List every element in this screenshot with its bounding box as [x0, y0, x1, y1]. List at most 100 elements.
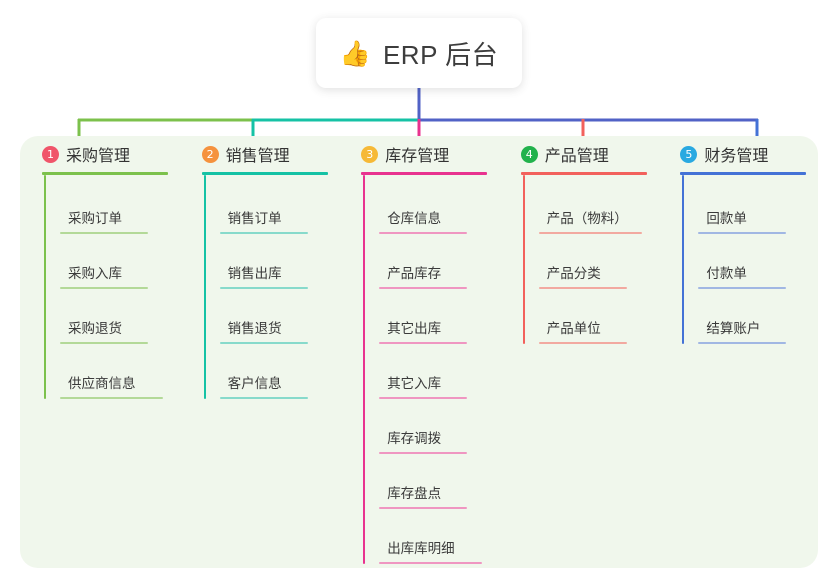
column-rule-4 — [520, 172, 647, 175]
item-rule — [219, 287, 308, 289]
list-item[interactable]: 销售订单 — [219, 179, 340, 234]
item-label: 销售退货 — [227, 321, 282, 336]
item-rule — [379, 507, 468, 509]
list-item[interactable]: 库存调拨 — [379, 399, 499, 454]
column-title-1: 采购管理 — [66, 148, 131, 165]
column-badge-3: 3 — [361, 145, 379, 163]
item-label: 采购入库 — [68, 266, 122, 281]
column-items-5: 回款单 付款单 结算账户 — [682, 175, 818, 344]
column-title-3: 库存管理 — [385, 148, 450, 165]
column-items-3: 仓库信息 产品库存 其它出库 其它入库 库存调拨 — [363, 175, 499, 564]
list-item[interactable]: 销售出库 — [219, 234, 340, 289]
item-label: 仓库信息 — [387, 211, 442, 226]
column-header-5[interactable]: 5 财务管理 — [678, 136, 818, 172]
list-item[interactable]: 采购入库 — [60, 234, 180, 289]
column-spine-1 — [44, 175, 46, 399]
list-item[interactable]: 客户信息 — [219, 344, 340, 399]
item-rule — [60, 232, 148, 234]
item-label: 回款单 — [706, 211, 747, 226]
list-item[interactable]: 采购订单 — [60, 179, 180, 234]
item-label: 客户信息 — [227, 376, 282, 391]
list-item[interactable]: 产品单位 — [538, 289, 659, 344]
item-rule — [219, 232, 308, 234]
list-item[interactable]: 其它入库 — [379, 344, 499, 399]
list-item[interactable]: 产品（物料） — [538, 179, 659, 234]
list-item[interactable]: 回款单 — [698, 179, 818, 234]
item-label: 产品单位 — [546, 321, 601, 336]
item-rule — [379, 287, 468, 289]
column-title-4: 产品管理 — [544, 148, 609, 165]
item-label: 其它出库 — [387, 321, 442, 336]
column-rule-1 — [42, 172, 168, 175]
column-items-2: 销售订单 销售出库 销售退货 客户信息 — [203, 175, 340, 399]
item-rule — [698, 342, 787, 344]
column-spine-4 — [522, 175, 525, 344]
item-rule — [379, 452, 468, 454]
list-item[interactable]: 销售退货 — [219, 289, 340, 344]
item-rule — [538, 232, 642, 234]
column-header-2[interactable]: 2 销售管理 — [200, 136, 340, 172]
list-item[interactable]: 其它出库 — [379, 289, 499, 344]
list-item[interactable]: 产品分类 — [538, 234, 659, 289]
item-label: 库存调拨 — [387, 431, 442, 446]
list-item[interactable]: 仓库信息 — [379, 179, 499, 234]
item-label: 产品分类 — [546, 266, 601, 281]
list-item[interactable]: 供应商信息 — [60, 344, 180, 399]
list-item[interactable]: 出库库明细 — [379, 509, 499, 564]
item-rule — [538, 287, 627, 289]
item-label: 销售订单 — [227, 211, 282, 226]
column-header-1[interactable]: 1 采购管理 — [40, 136, 180, 172]
list-item[interactable]: 付款单 — [698, 234, 818, 289]
column-badge-4: 4 — [520, 145, 538, 163]
item-rule — [379, 397, 468, 399]
item-label: 产品库存 — [387, 266, 442, 281]
branch-panel — [20, 136, 818, 568]
item-rule — [60, 397, 163, 399]
column-inventory: 3 库存管理 仓库信息 产品库存 其它出库 其它入库 — [339, 136, 499, 568]
root-title: ERP 后台 — [382, 39, 499, 70]
item-label: 结算账户 — [706, 321, 761, 336]
item-label: 供应商信息 — [68, 376, 136, 391]
column-header-3[interactable]: 3 库存管理 — [359, 136, 499, 172]
column-spine-3 — [363, 175, 366, 564]
item-rule — [379, 342, 468, 344]
column-items-1: 采购订单 采购入库 采购退货 供应商信息 — [44, 175, 180, 399]
item-rule — [219, 397, 308, 399]
column-badge-5: 5 — [680, 145, 698, 163]
item-label: 销售出库 — [227, 266, 282, 281]
column-rule-2 — [201, 172, 328, 175]
column-spine-2 — [203, 175, 206, 399]
item-label: 其它入库 — [387, 376, 442, 391]
column-procurement: 1 采购管理 采购订单 采购入库 采购退货 供应商信 — [20, 136, 180, 568]
column-spine-5 — [682, 175, 685, 344]
item-rule — [379, 232, 468, 234]
list-item[interactable]: 采购退货 — [60, 289, 180, 344]
list-item[interactable]: 产品库存 — [379, 234, 499, 289]
item-rule — [379, 562, 483, 564]
column-badge-2: 2 — [201, 145, 219, 163]
thumbs-up-icon: 👍 — [339, 39, 371, 68]
column-product: 4 产品管理 产品（物料） 产品分类 产品单位 — [499, 136, 659, 568]
item-label: 产品（物料） — [546, 211, 628, 226]
column-badge-1: 1 — [42, 145, 59, 163]
column-sales: 2 销售管理 销售订单 销售出库 销售退货 客户信息 — [180, 136, 340, 568]
column-rule-3 — [361, 172, 488, 175]
column-title-2: 销售管理 — [225, 148, 290, 165]
item-label: 付款单 — [706, 266, 747, 281]
column-items-4: 产品（物料） 产品分类 产品单位 — [522, 175, 659, 344]
column-header-4[interactable]: 4 产品管理 — [519, 136, 659, 172]
list-item[interactable]: 结算账户 — [698, 289, 818, 344]
item-label: 采购订单 — [68, 211, 122, 226]
item-rule — [60, 342, 148, 344]
item-rule — [698, 232, 787, 234]
item-label: 采购退货 — [68, 321, 122, 336]
item-label: 库存盘点 — [387, 486, 442, 501]
item-rule — [60, 287, 148, 289]
branch-columns: 1 采购管理 采购订单 采购入库 采购退货 供应商信 — [20, 136, 818, 568]
list-item[interactable]: 库存盘点 — [379, 454, 499, 509]
column-rule-5 — [680, 172, 807, 175]
root-node[interactable]: 👍 ERP 后台 — [316, 18, 522, 88]
item-rule — [698, 287, 787, 289]
item-label: 出库库明细 — [387, 541, 455, 556]
